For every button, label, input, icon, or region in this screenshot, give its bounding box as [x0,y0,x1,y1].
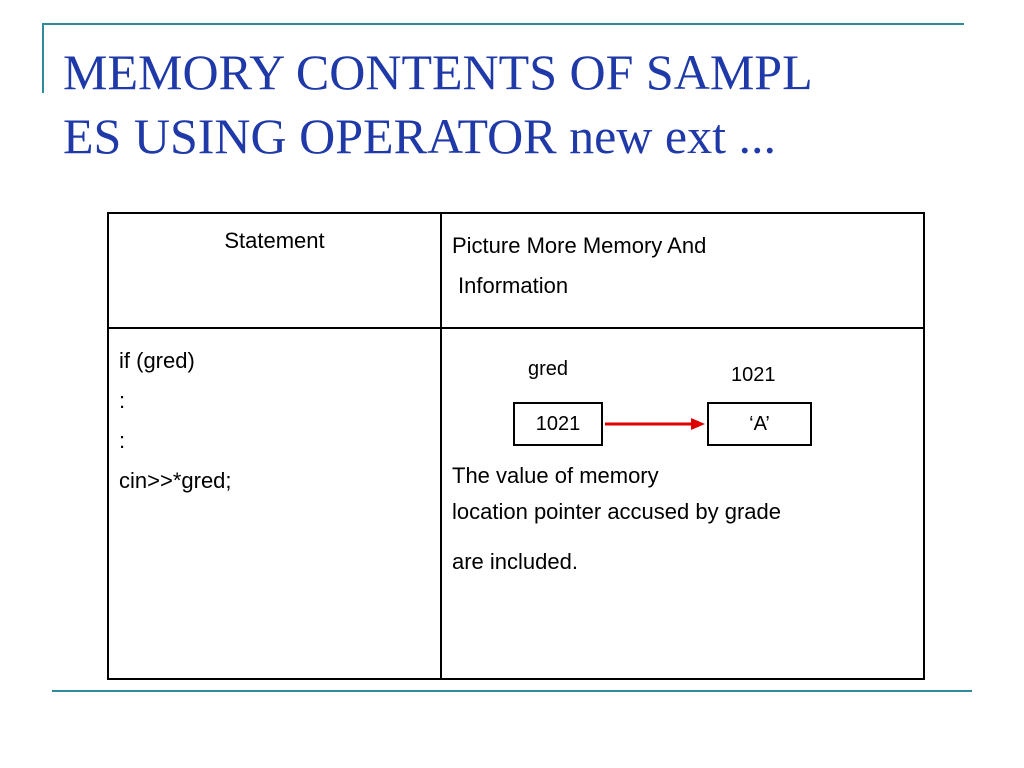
code-line: : [119,428,126,453]
left-accent-line [42,23,44,93]
code-line: : [119,388,126,413]
slide-title: MEMORY CONTENTS OF SAMPL ES USING OPERAT… [63,40,963,168]
header-statement: Statement [224,228,325,253]
description-line: are included. [452,549,578,574]
address-label: 1021 [731,364,776,386]
pointer-box: 1021 [513,402,603,446]
title-line-2: ES USING OPERATOR new ext ... [63,108,776,164]
header-picture-line-2: Information [458,273,569,298]
statement-code: if (gred) : : cin>>*gred; [119,341,232,501]
header-picture-line-1: Picture More Memory And [452,233,707,258]
pointer-name-label: gred [528,358,569,380]
pointer-arrow [605,418,705,430]
title-line-1: MEMORY CONTENTS OF SAMPL [63,44,813,100]
memory-table: Statement Picture More Memory And Inform… [107,212,925,680]
code-line: if (gred) [119,348,195,373]
memory-value-box: ‘A’ [707,402,812,446]
code-line: cin>>*gred; [119,468,232,493]
description-text: The value of memory location pointer acc… [452,458,781,580]
description-line: location pointer accused by grade [452,499,781,524]
column-divider [440,214,442,678]
description-line: The value of memory [452,463,659,488]
header-picture: Picture More Memory And Information [452,226,706,306]
top-divider-line [42,23,964,25]
row-divider [109,327,923,329]
bottom-divider-line [52,690,972,692]
